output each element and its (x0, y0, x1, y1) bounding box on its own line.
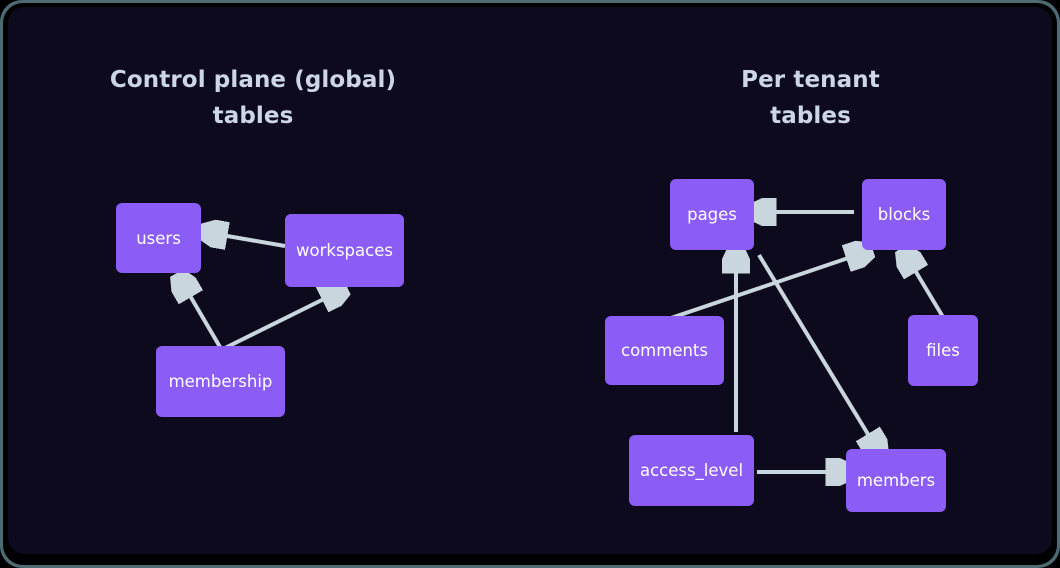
connector-layer (8, 7, 945, 554)
node-comments-label: comments (621, 341, 708, 360)
edge-comments-to-blocks (670, 253, 863, 320)
node-files-label: files (926, 341, 960, 360)
node-blocks-label: blocks (877, 205, 931, 224)
node-access-level-label: access_level (639, 461, 744, 480)
node-members-label: members (856, 471, 936, 490)
node-users[interactable]: users (116, 203, 201, 273)
node-workspaces-label: workspaces (296, 241, 393, 260)
node-workspaces[interactable]: workspaces (285, 214, 404, 287)
edge-pages-to-members (757, 253, 877, 449)
section-title-per-tenant: Per tenant tables (741, 67, 880, 129)
node-membership[interactable]: membership (156, 346, 285, 417)
node-files[interactable]: files (908, 315, 978, 386)
node-pages[interactable]: pages (670, 179, 754, 250)
node-blocks[interactable]: blocks (862, 179, 946, 250)
edge-membership-to-users (182, 282, 222, 349)
node-users-label: users (136, 228, 181, 248)
edge-workspaces-to-users (210, 233, 286, 246)
node-members[interactable]: members (846, 449, 946, 512)
node-pages-label: pages (687, 205, 737, 224)
edge-membership-to-workspaces (224, 292, 338, 350)
node-access-level[interactable]: access_level (629, 435, 754, 506)
diagram-panel: Control plane (global) tables Per tenant… (8, 7, 1052, 554)
section-title-control-plane: Control plane (global) tables (109, 67, 397, 129)
node-membership-label: membership (168, 372, 273, 391)
edge-files-to-blocks (907, 257, 945, 319)
node-comments[interactable]: comments (605, 316, 724, 385)
